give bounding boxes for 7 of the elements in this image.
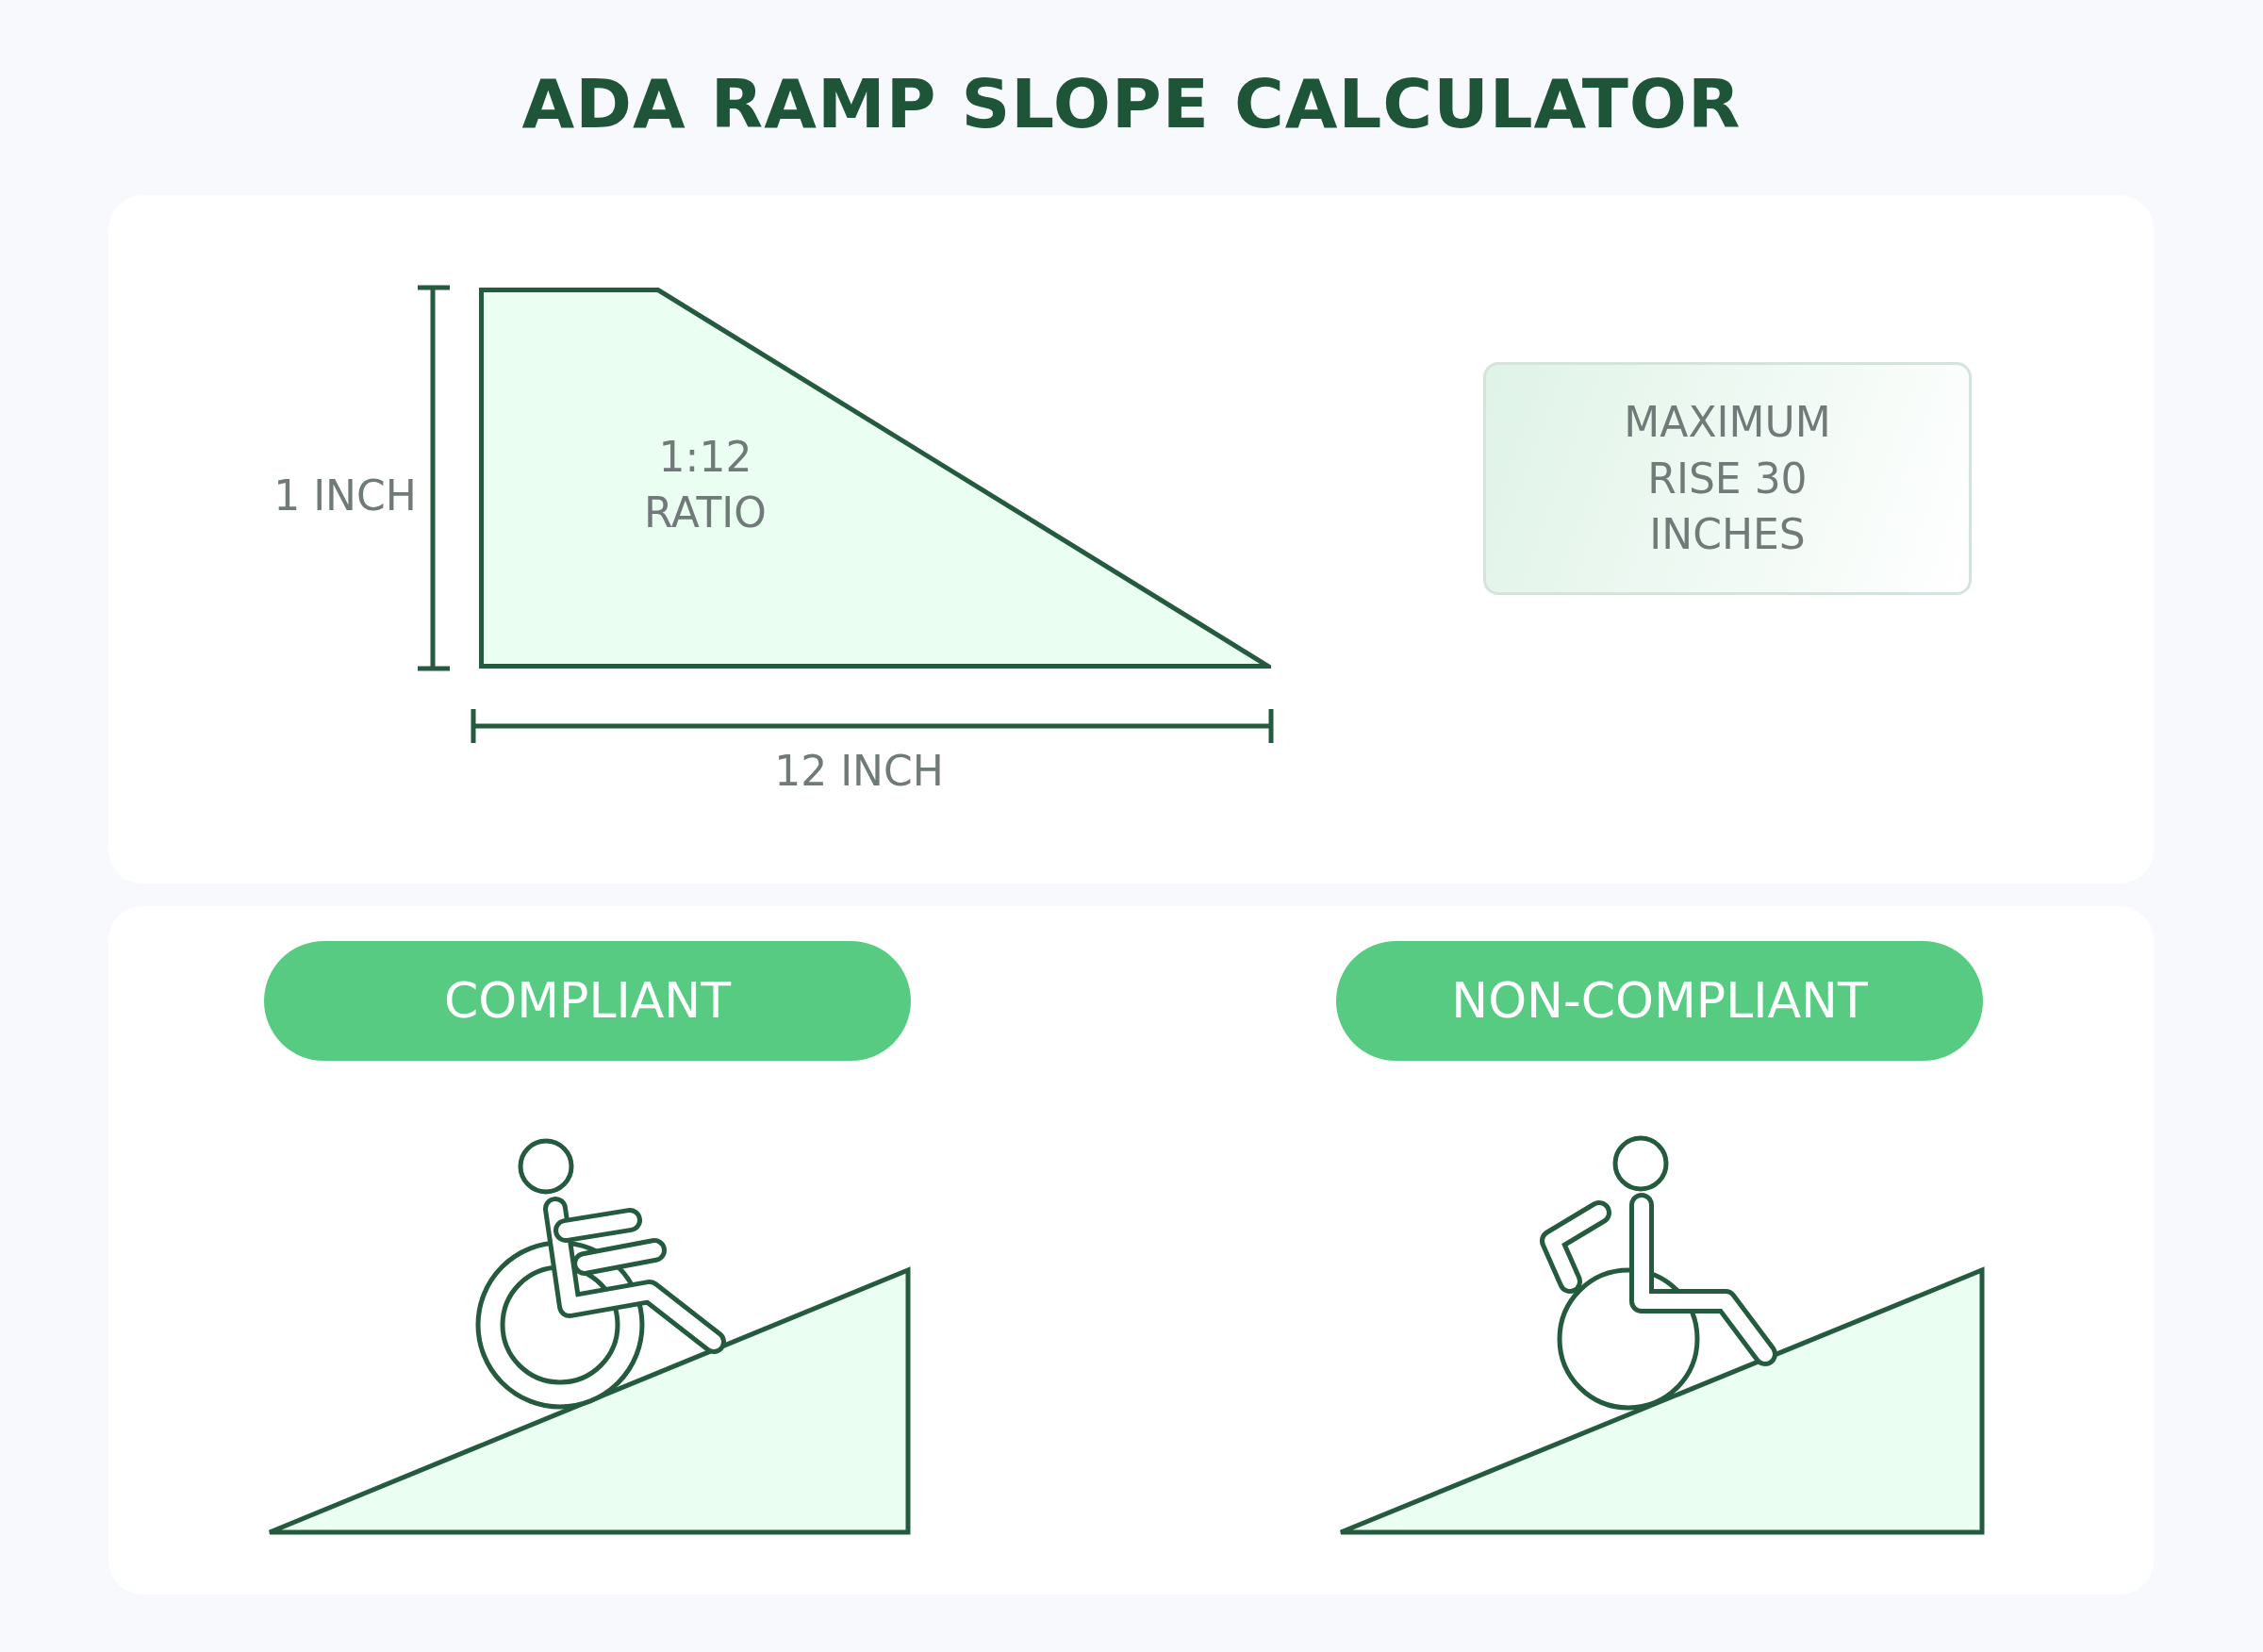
status-badge: NON-COMPLIANT — [1336, 941, 1983, 1061]
dimension-label: 12 INCH — [774, 746, 944, 795]
node-text: 1:12 RATIO — [643, 432, 768, 539]
title: ADA RAMP SLOPE CALCULATOR — [521, 64, 1742, 143]
dimension-label: 1 INCH — [273, 471, 417, 520]
status-badge: COMPLIANT — [264, 941, 911, 1061]
node-text: MAXIMUM RISE 30 INCHES — [1623, 397, 1832, 561]
